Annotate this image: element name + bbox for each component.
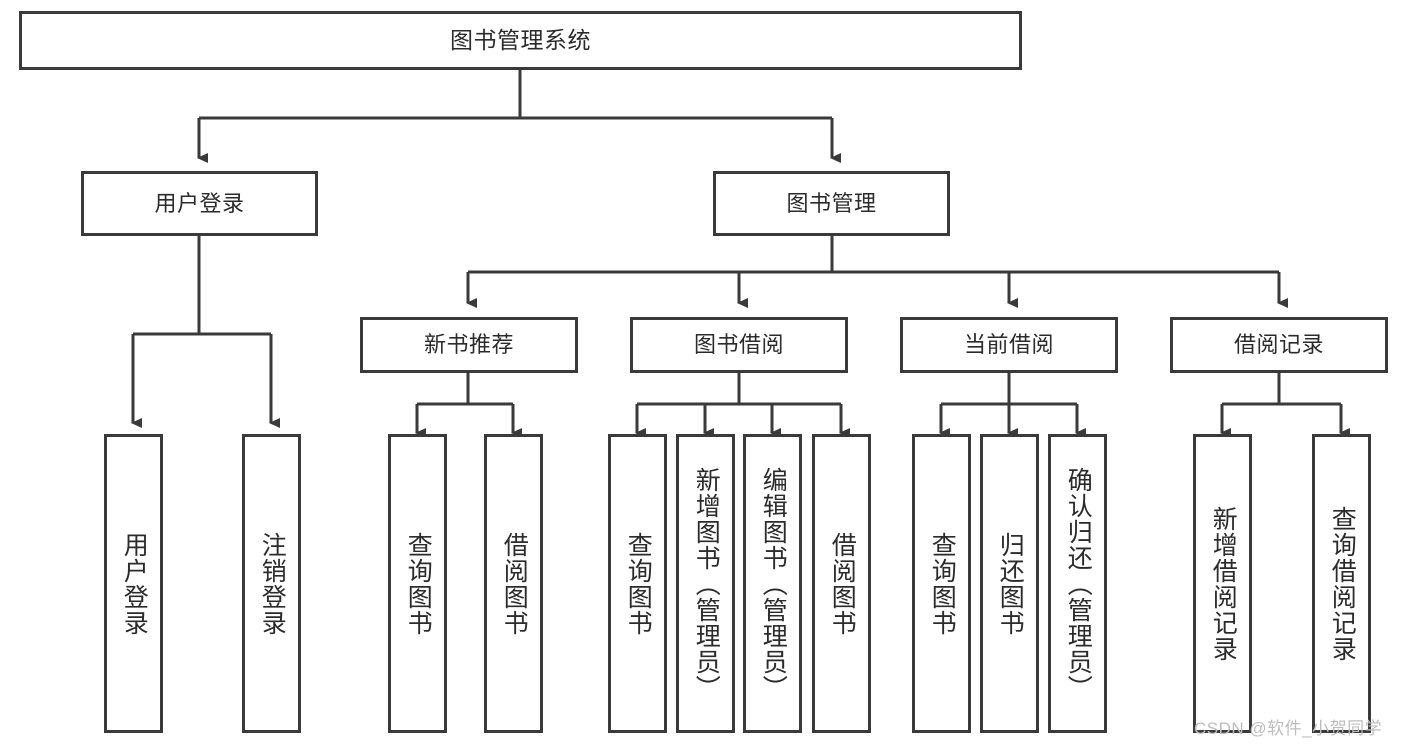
node-book-borrow-label: 图书借阅 bbox=[693, 332, 784, 358]
leaf-current-borrow-return[interactable]: 归还图书 bbox=[980, 434, 1039, 733]
leaf-label: 查询图书 bbox=[928, 531, 957, 636]
node-user-login-label: 用户登录 bbox=[154, 190, 245, 216]
leaf-label: 查询图书 bbox=[624, 531, 653, 636]
leaf-label: 查询图书 bbox=[404, 531, 433, 636]
leaf-label: 注销登录 bbox=[258, 531, 287, 636]
node-book-management[interactable]: 图书管理 bbox=[713, 171, 950, 236]
leaf-label: 确认归还（管理员） bbox=[1064, 466, 1093, 701]
leaf-borrow-record-add[interactable]: 新增借阅记录 bbox=[1193, 434, 1252, 733]
leaf-new-book-borrow[interactable]: 借阅图书 bbox=[484, 434, 543, 733]
node-root[interactable]: 图书管理系统 bbox=[19, 11, 1022, 70]
leaf-current-borrow-confirm[interactable]: 确认归还（管理员） bbox=[1048, 434, 1107, 733]
node-root-label: 图书管理系统 bbox=[450, 27, 591, 54]
node-user-login[interactable]: 用户登录 bbox=[81, 171, 318, 236]
node-new-book-recommend[interactable]: 新书推荐 bbox=[360, 317, 578, 373]
node-book-management-label: 图书管理 bbox=[786, 190, 877, 216]
leaf-label: 用户登录 bbox=[120, 531, 149, 636]
watermark: CSDN @软件_小贺同学 bbox=[1194, 719, 1383, 738]
leaf-label: 归还图书 bbox=[996, 531, 1025, 636]
leaf-label: 新增图书（管理员） bbox=[692, 466, 721, 701]
leaf-borrow-record-query[interactable]: 查询借阅记录 bbox=[1312, 434, 1371, 733]
node-book-borrow[interactable]: 图书借阅 bbox=[630, 317, 848, 373]
leaf-label: 查询借阅记录 bbox=[1328, 505, 1357, 662]
leaf-book-borrow-edit[interactable]: 编辑图书（管理员） bbox=[743, 434, 802, 733]
leaf-user-login-login[interactable]: 用户登录 bbox=[104, 434, 163, 733]
leaf-label: 借阅图书 bbox=[500, 531, 529, 636]
leaf-book-borrow-add[interactable]: 新增图书（管理员） bbox=[676, 434, 735, 733]
leaf-book-borrow-query[interactable]: 查询图书 bbox=[608, 434, 667, 733]
node-new-book-recommend-label: 新书推荐 bbox=[423, 332, 514, 358]
leaf-label: 编辑图书（管理员） bbox=[759, 466, 788, 701]
leaf-label: 借阅图书 bbox=[828, 531, 857, 636]
node-current-borrow[interactable]: 当前借阅 bbox=[900, 317, 1118, 373]
leaf-new-book-query[interactable]: 查询图书 bbox=[388, 434, 447, 733]
leaf-user-login-logout[interactable]: 注销登录 bbox=[242, 434, 301, 733]
leaf-label: 新增借阅记录 bbox=[1209, 505, 1238, 662]
node-borrow-record-label: 借阅记录 bbox=[1233, 332, 1324, 358]
leaf-current-borrow-query[interactable]: 查询图书 bbox=[912, 434, 971, 733]
node-current-borrow-label: 当前借阅 bbox=[963, 332, 1054, 358]
leaf-book-borrow-borrow[interactable]: 借阅图书 bbox=[812, 434, 871, 733]
node-borrow-record[interactable]: 借阅记录 bbox=[1170, 317, 1388, 373]
